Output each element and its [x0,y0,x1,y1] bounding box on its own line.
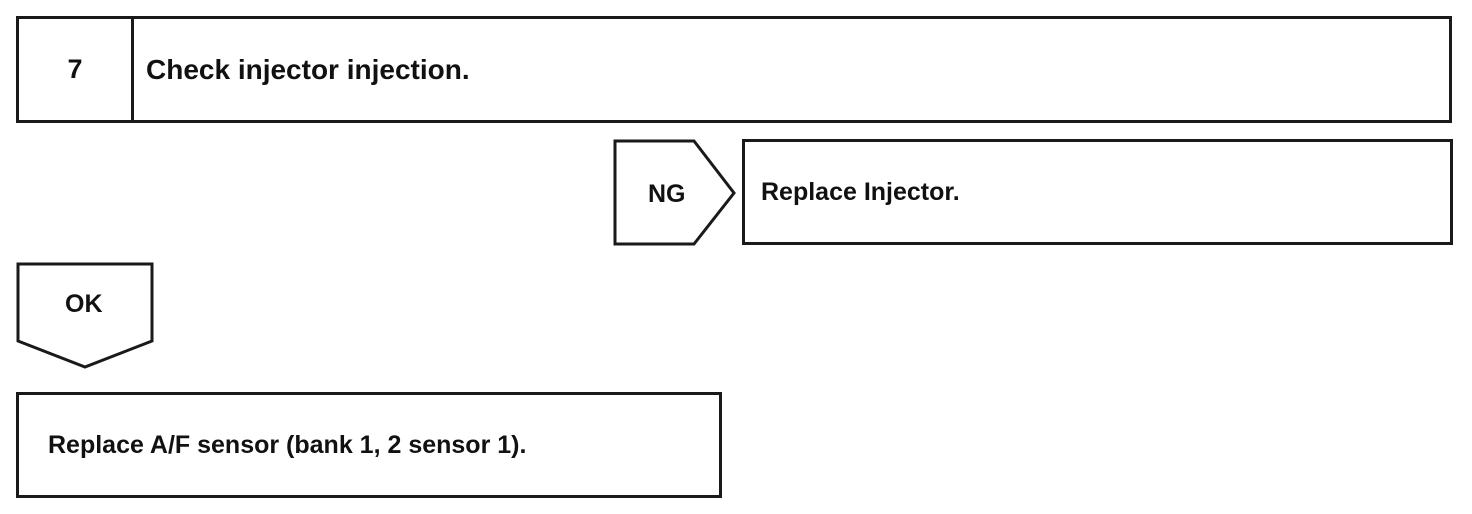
ng-result-box: Replace Injector. [742,139,1453,245]
ng-arrow-shape [613,139,736,246]
ng-label: NG [648,180,686,208]
ok-arrow: OK [16,262,154,369]
ok-action-text: Replace A/F sensor (bank 1, 2 sensor 1). [48,431,527,459]
step-divider [131,19,134,120]
step-box: 7 Check injector injection. [16,16,1452,123]
ok-arrow-shape [16,262,154,369]
ng-arrow: NG [613,139,736,246]
ok-label: OK [65,290,103,318]
ng-action-text: Replace Injector. [761,178,960,206]
step-number: 7 [67,54,83,84]
ok-result-box: Replace A/F sensor (bank 1, 2 sensor 1). [16,392,722,498]
step-instruction: Check injector injection. [146,54,470,85]
